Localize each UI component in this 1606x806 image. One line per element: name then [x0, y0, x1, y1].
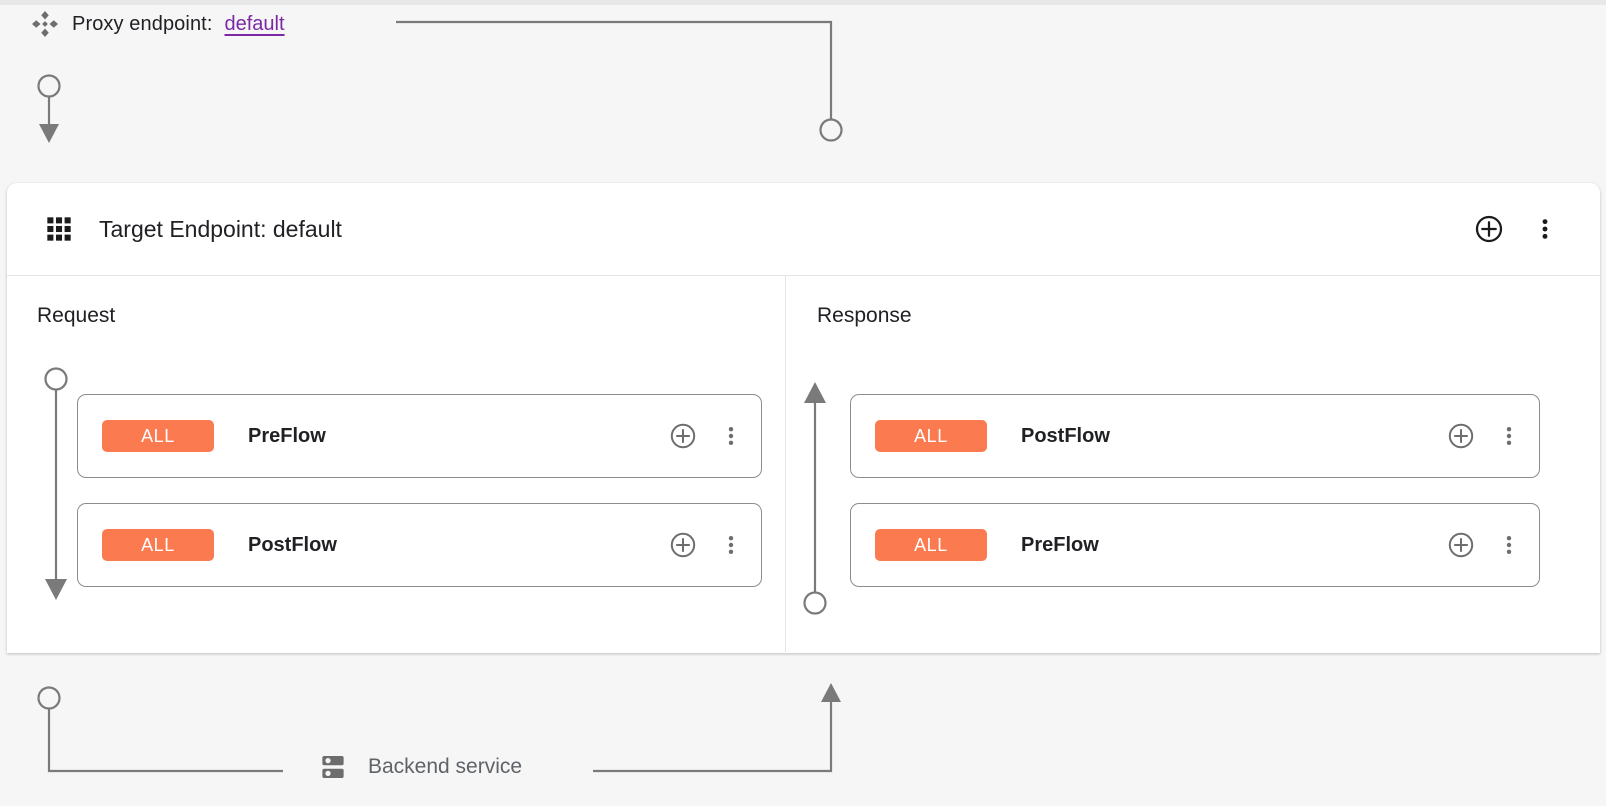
- top-strip: [0, 0, 1606, 5]
- backend-service-label: Backend service: [368, 755, 523, 778]
- target-request-out-node: [37, 686, 61, 710]
- proxy-endpoint-row: Proxy endpoint: default: [30, 6, 285, 42]
- target-endpoint-header: Target Endpoint: default: [7, 183, 1600, 276]
- add-circle-icon: [1448, 532, 1474, 558]
- flow-menu-button[interactable]: [719, 531, 743, 559]
- status-badge: ALL: [875, 420, 987, 452]
- server-icon: [318, 752, 348, 782]
- response-column-title: Response: [817, 304, 912, 327]
- more-vert-icon: [728, 427, 734, 445]
- add-circle-icon: [670, 423, 696, 449]
- backend-response-arrow: [821, 683, 841, 702]
- add-circle-icon: [1475, 215, 1503, 243]
- target-endpoint-actions: [1474, 214, 1574, 244]
- request-flow-list: ALL PreFlow: [77, 394, 762, 612]
- status-badge: ALL: [875, 529, 987, 561]
- table-row[interactable]: ALL PostFlow: [77, 503, 762, 587]
- proxy-endpoint-label: Proxy endpoint:: [72, 12, 213, 35]
- status-badge: ALL: [102, 529, 214, 561]
- flow-name: PostFlow: [248, 533, 337, 556]
- more-vert-icon: [728, 536, 734, 554]
- flow-name: PreFlow: [248, 424, 326, 447]
- response-column: Response ALL PostFlow: [785, 276, 1600, 652]
- proxy-request-arrow: [39, 124, 59, 143]
- add-step-button[interactable]: [1447, 422, 1475, 450]
- more-vert-icon: [1506, 536, 1512, 554]
- proxy-connector-node: [819, 118, 843, 142]
- page-title: Target Endpoint: default: [99, 215, 342, 242]
- proxy-endpoint-icon: [30, 9, 60, 39]
- flow-card-actions: [669, 422, 743, 450]
- flow-card-actions: [669, 531, 743, 559]
- more-vert-icon: [1542, 219, 1548, 239]
- table-row[interactable]: ALL PreFlow: [77, 394, 762, 478]
- request-flow-rail: [44, 367, 68, 600]
- proxy-endpoint-link[interactable]: default: [224, 12, 285, 35]
- flow-card-actions: [1447, 422, 1521, 450]
- proxy-request-in-node: [37, 74, 61, 98]
- add-step-button[interactable]: [669, 422, 697, 450]
- table-row[interactable]: ALL PostFlow: [850, 394, 1540, 478]
- target-endpoint-menu-button[interactable]: [1532, 214, 1558, 244]
- backend-service[interactable]: Backend service: [318, 752, 522, 782]
- add-policy-button[interactable]: [1474, 214, 1504, 244]
- grid-icon: [45, 215, 73, 243]
- add-step-button[interactable]: [669, 531, 697, 559]
- request-column: Request ALL PreFlow: [7, 276, 785, 652]
- flow-columns: Request ALL PreFlow: [7, 276, 1600, 652]
- flow-name: PostFlow: [1021, 424, 1110, 447]
- flow-name: PreFlow: [1021, 533, 1099, 556]
- add-step-button[interactable]: [1447, 531, 1475, 559]
- flow-menu-button[interactable]: [1497, 531, 1521, 559]
- response-flow-list: ALL PostFlow: [850, 394, 1540, 612]
- response-flow-rail: [803, 382, 827, 615]
- flow-menu-button[interactable]: [719, 422, 743, 450]
- request-column-title: Request: [37, 304, 116, 327]
- add-circle-icon: [670, 532, 696, 558]
- target-endpoint-panel: Target Endpoint: default: [7, 183, 1600, 653]
- flow-card-actions: [1447, 531, 1521, 559]
- more-vert-icon: [1506, 427, 1512, 445]
- status-badge: ALL: [102, 420, 214, 452]
- add-circle-icon: [1448, 423, 1474, 449]
- flow-menu-button[interactable]: [1497, 422, 1521, 450]
- table-row[interactable]: ALL PreFlow: [850, 503, 1540, 587]
